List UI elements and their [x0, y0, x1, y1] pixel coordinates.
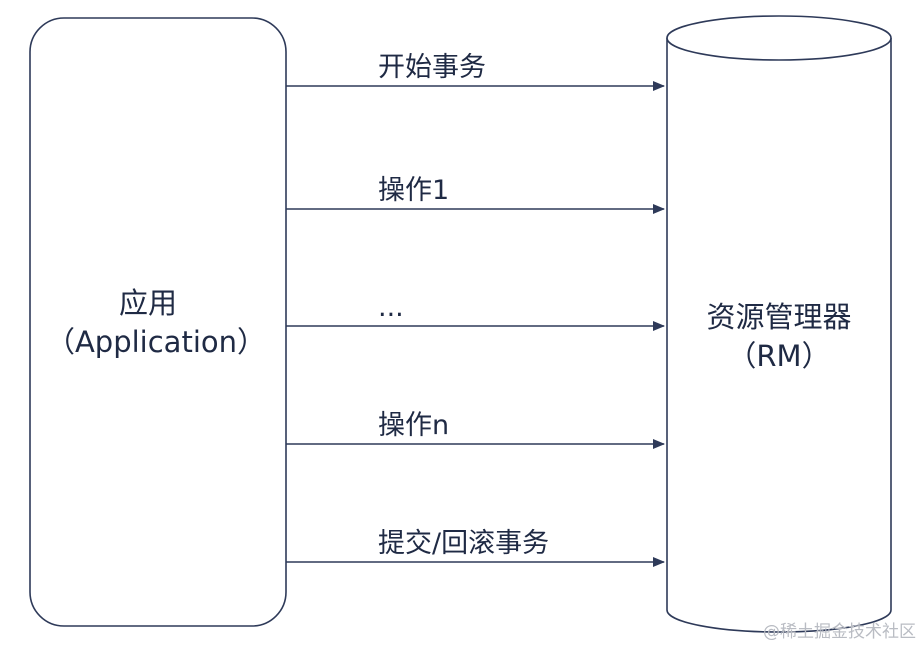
arrow-label: 操作n — [378, 410, 449, 441]
application-box — [29, 17, 287, 627]
application-node: 应用 （Application） — [29, 17, 287, 627]
resource-manager-label: 资源管理器 — [706, 300, 851, 334]
application-sublabel: （Application） — [46, 325, 266, 359]
arrow-label: 开始事务 — [378, 52, 486, 83]
cylinder-body — [666, 38, 892, 633]
arrow-label: 提交/回滚事务 — [378, 528, 549, 559]
arrow-label: ... — [378, 292, 404, 323]
arrow-label: 操作1 — [378, 175, 449, 206]
arrow-begin-transaction: 开始事务 — [286, 52, 665, 91]
resource-manager-node: 资源管理器 （RM） — [666, 15, 892, 633]
arrow-commit-rollback: 提交/回滚事务 — [286, 528, 665, 567]
application-label: 应用 — [119, 286, 177, 320]
arrow-operation-n: 操作n — [286, 410, 665, 449]
cylinder-top — [666, 15, 892, 61]
watermark: @稀土掘金技术社区 — [763, 622, 916, 642]
arrow-ellipsis: ... — [286, 292, 665, 331]
arrow-operation-1: 操作1 — [286, 175, 665, 214]
resource-manager-sublabel: （RM） — [727, 339, 830, 373]
